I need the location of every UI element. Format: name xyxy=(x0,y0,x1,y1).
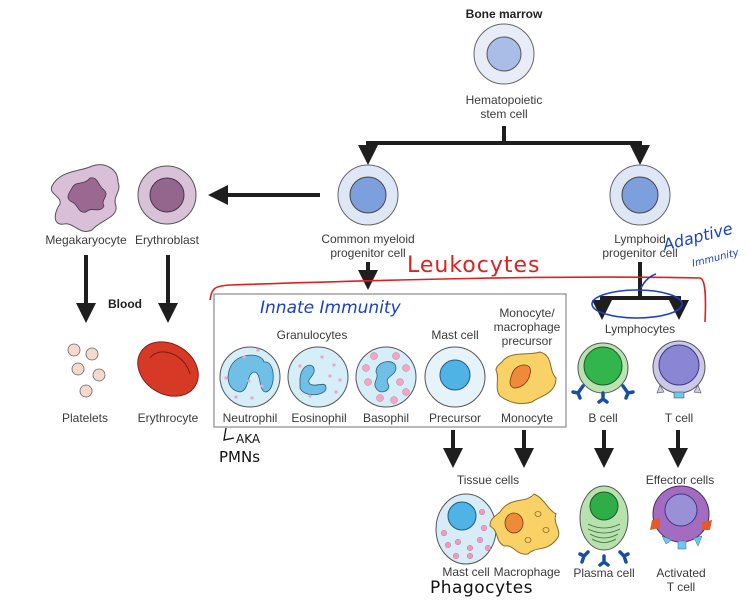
tissue-mast-cell-label: Mast cell xyxy=(442,565,490,579)
t-cell-icon xyxy=(652,340,706,399)
monocyte-header-3: precursor xyxy=(501,334,553,348)
eosinophil-label: Eosinophil xyxy=(291,411,347,425)
megakaryocyte-label: Megakaryocyte xyxy=(45,233,127,247)
phagocytes-annotation: Phagocytes xyxy=(430,578,534,598)
macrophage-label: Macrophage xyxy=(493,565,561,579)
adaptive-pointer xyxy=(640,273,657,289)
activated-t-label-2: T cell xyxy=(666,580,696,594)
platelets-icon xyxy=(67,343,106,398)
mast-cell-header: Mast cell xyxy=(431,328,479,342)
t-cell-label: T cell xyxy=(664,411,694,425)
aka-annotation: AKA xyxy=(236,432,261,446)
eosinophil-icon xyxy=(287,346,349,408)
leukocytes-annotation: Leukocytes xyxy=(407,253,541,278)
precursor-label: Precursor xyxy=(428,411,481,425)
mast-precursor-icon xyxy=(424,346,486,408)
stem-cell-icon xyxy=(473,23,535,85)
b-cell-icon xyxy=(571,342,635,404)
innate-immunity-annotation: Innate Immunity xyxy=(260,298,401,318)
erythroblast-label: Erythroblast xyxy=(134,233,200,247)
b-cell-label: B cell xyxy=(588,411,618,425)
erythrocyte-icon xyxy=(137,341,199,397)
basophil-label: Basophil xyxy=(362,411,410,425)
basophil-icon xyxy=(355,346,417,408)
myeloid-box xyxy=(213,293,567,428)
monocyte-icon xyxy=(495,351,557,405)
myeloid-progenitor-icon xyxy=(337,164,399,226)
effector-cells-header: Effector cells xyxy=(645,473,715,487)
plasma-cell-icon xyxy=(578,485,630,567)
aka-arrow xyxy=(223,427,235,441)
neutrophil-label: Neutrophil xyxy=(222,411,278,425)
monocyte-header-2: macrophage xyxy=(493,320,561,334)
tissue-cells-header: Tissue cells xyxy=(456,473,520,487)
myeloid-label-1: Common myeloid xyxy=(321,232,415,246)
blood-label: Blood xyxy=(108,297,142,311)
activated-t-label-1: Activated xyxy=(656,566,706,580)
monocyte-header-1: Monocyte/ xyxy=(499,306,555,320)
myeloid-label-2: progenitor cell xyxy=(330,246,406,260)
pmns-annotation: PMNs xyxy=(219,448,261,466)
neutrophil-icon xyxy=(219,346,281,408)
activated-t-cell-icon xyxy=(650,485,712,550)
tissue-mast-cell-icon xyxy=(435,493,497,565)
lymphocytes-header: Lymphocytes xyxy=(604,322,676,336)
monocyte-label: Monocyte xyxy=(500,411,554,425)
macrophage-icon xyxy=(489,493,560,555)
stem-cell-label-2: stem cell xyxy=(480,107,528,121)
bone-marrow-title: Bone marrow xyxy=(465,7,543,21)
erythroblast-icon xyxy=(137,165,197,225)
erythrocyte-label: Erythrocyte xyxy=(137,411,199,425)
platelets-label: Platelets xyxy=(61,411,109,425)
stem-cell-label-1: Hematopoietic xyxy=(465,93,543,107)
lymphocyte-circle xyxy=(591,289,683,319)
leukocytes-bracket xyxy=(209,276,707,323)
megakaryocyte-icon xyxy=(50,164,120,232)
lymphoid-label-1: Lymphoid xyxy=(614,232,666,246)
lymphoid-label-2: progenitor cell xyxy=(602,246,678,260)
lymphoid-progenitor-icon xyxy=(609,164,671,226)
plasma-cell-label: Plasma cell xyxy=(573,566,635,580)
granulocytes-header: Granulocytes xyxy=(276,328,348,342)
